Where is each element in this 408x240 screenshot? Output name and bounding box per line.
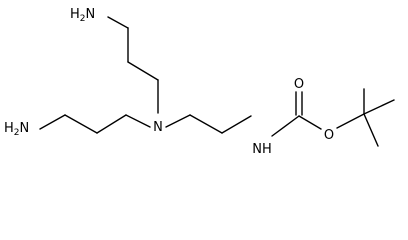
bond-n-c1 [165, 114, 191, 128]
label-tertiary-nitrogen: N [153, 120, 163, 135]
bond-left-c3-n [125, 114, 151, 128]
label-carbonyl-oxygen: O [294, 77, 304, 92]
label-amine-top: H2N [70, 7, 95, 24]
bond-left-amine-c1 [39, 114, 66, 130]
bond-nh-carbonyl [271, 115, 300, 137]
bond-carbonyl-ester-o [298, 115, 322, 130]
bond-cq-methyl-down [363, 113, 379, 147]
label-ester-oxygen: O [324, 128, 334, 143]
bond-ester-o-cq [336, 113, 365, 129]
bonds [39, 16, 395, 147]
atom-labels: H2N H2N N NH O O [4, 7, 334, 157]
label-carbamate-nh: NH [252, 142, 272, 157]
bond-cq-methyl-right [363, 99, 395, 115]
bond-c2-nh [221, 115, 252, 134]
bond-c1-c2 [189, 114, 223, 134]
bond-left-c2-c3 [96, 114, 127, 134]
bond-left-c1-c2 [64, 114, 98, 134]
bond-top-c2-c3 [127, 61, 159, 81]
bond-top-amine-c1 [107, 16, 129, 29]
chemical-structure-diagram: H2N H2N N NH O O [4, 7, 395, 157]
label-amine-left: H2N [4, 121, 29, 138]
